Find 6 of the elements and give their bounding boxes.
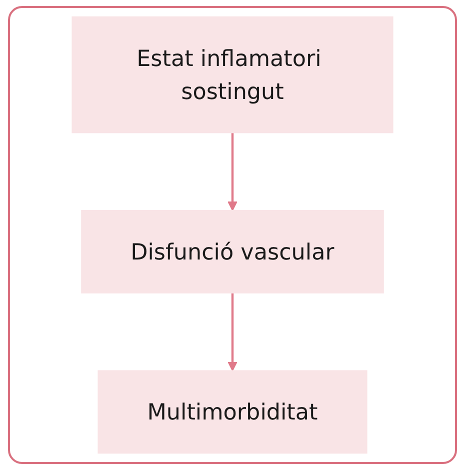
frame-border: Estat inflamatori sostingut Disfunció vascular Multimorbiditat <box>8 6 457 464</box>
node-box <box>72 16 394 134</box>
arrow <box>228 292 238 372</box>
arrow <box>228 132 238 211</box>
node-box <box>81 210 384 294</box>
node-box <box>98 370 368 454</box>
